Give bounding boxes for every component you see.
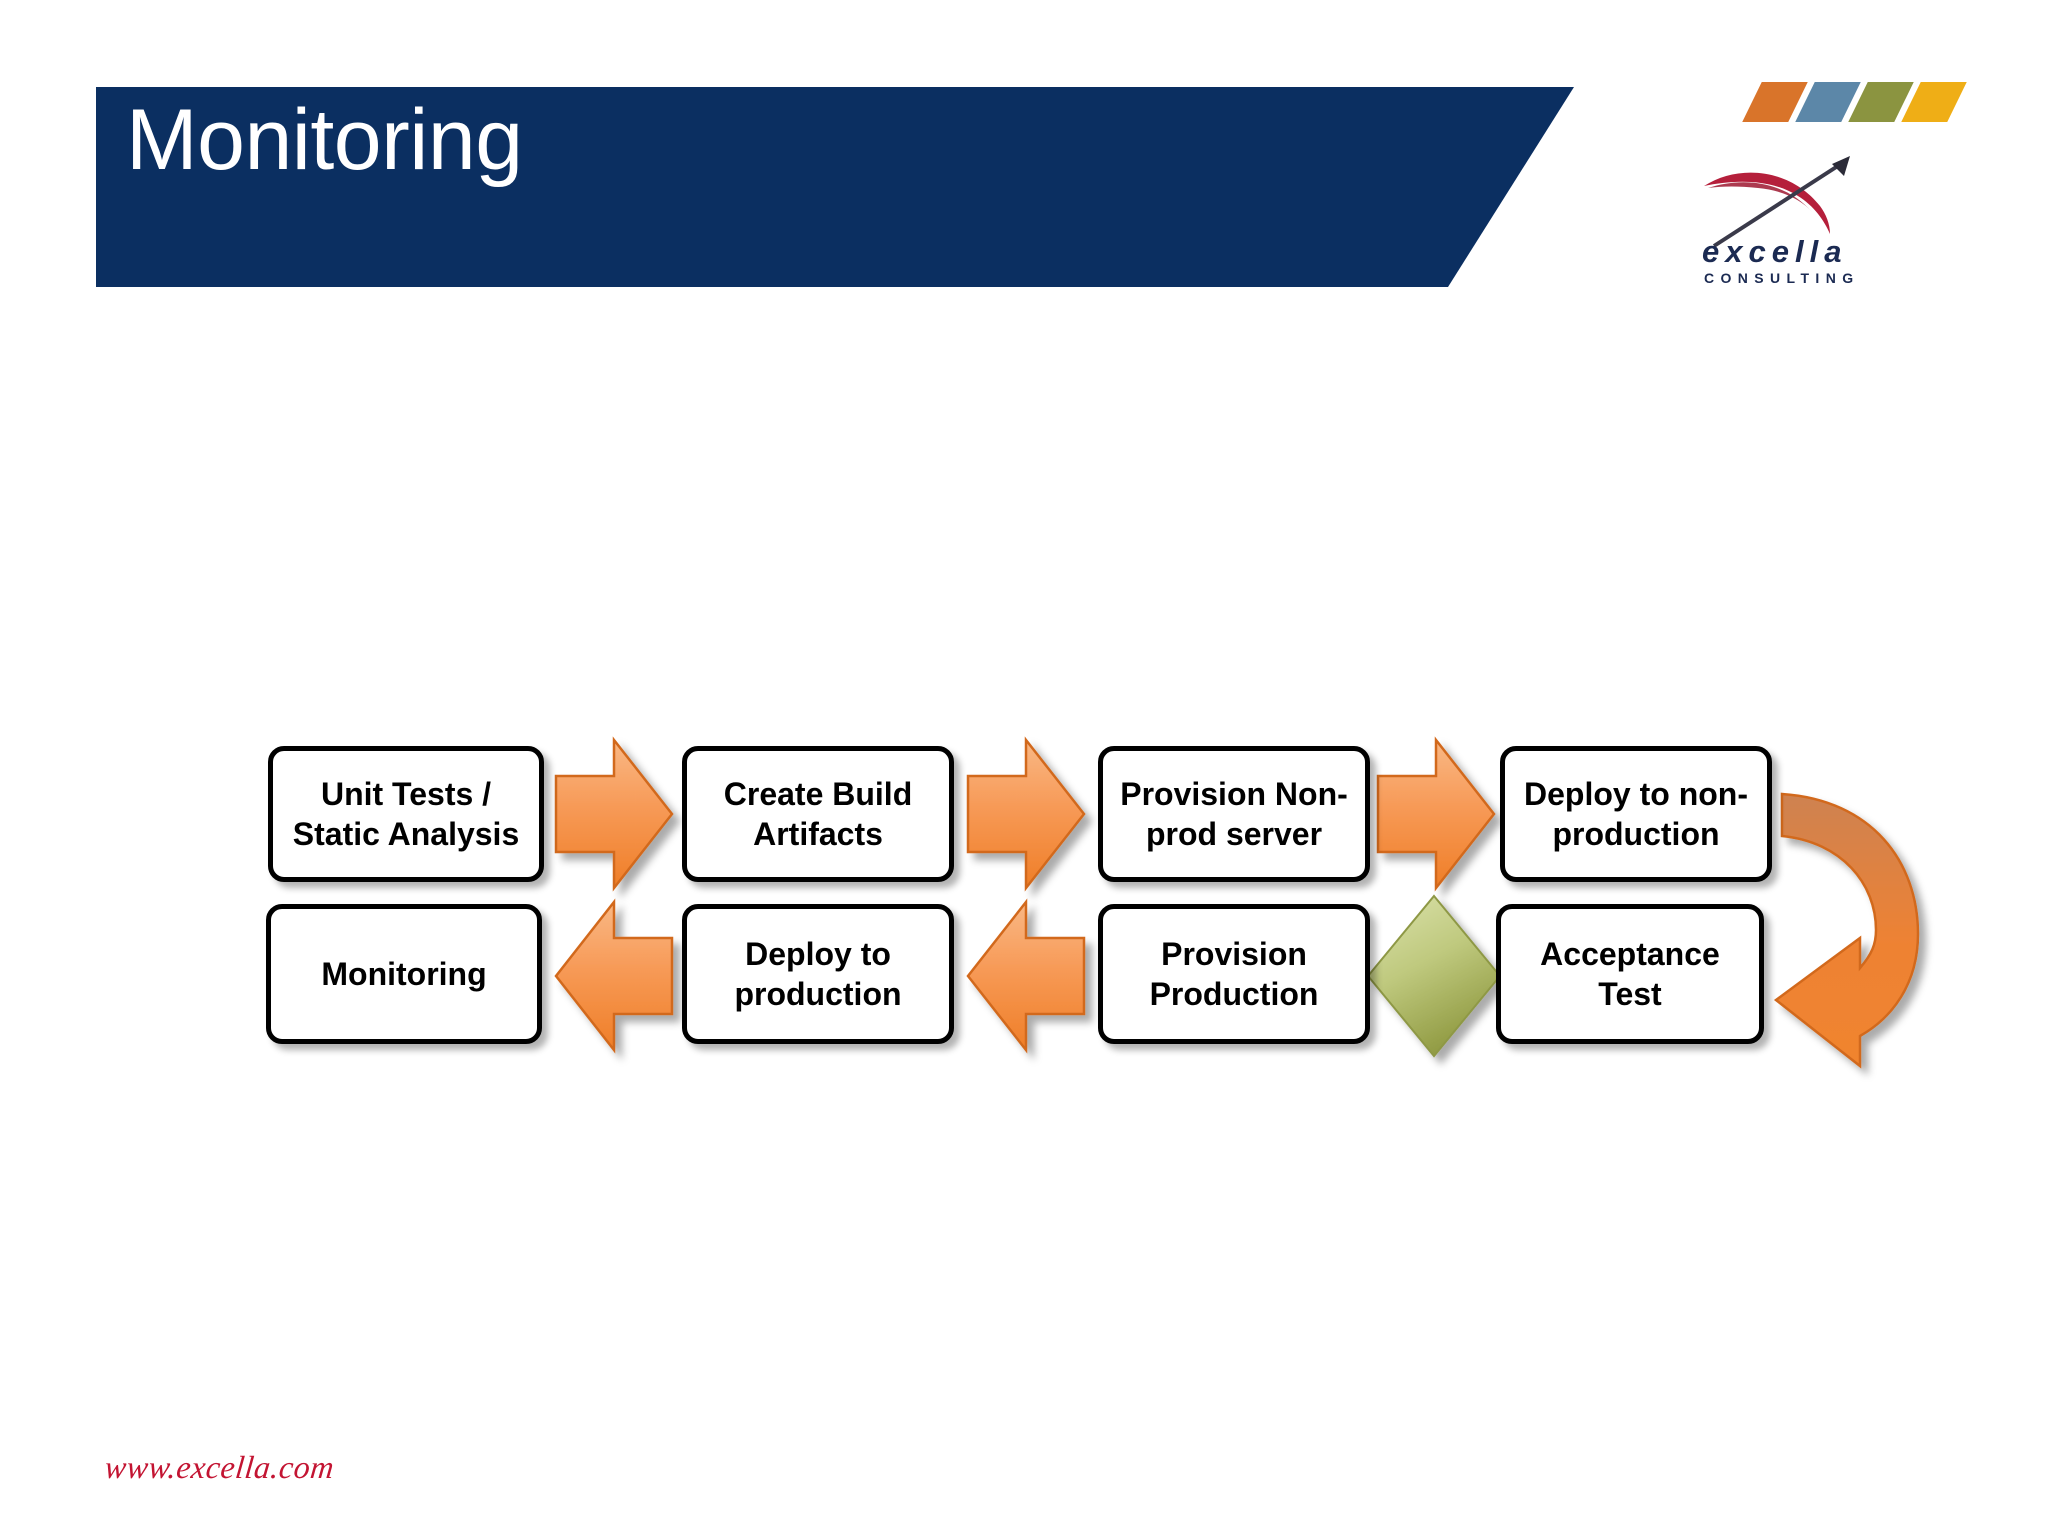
node-label: Unit Tests / Static Analysis	[292, 775, 520, 852]
node-unit-tests-static-analysis[interactable]: Unit Tests / Static Analysis	[268, 746, 544, 882]
accent-stripes	[1742, 82, 1982, 122]
arrow-uturn-icon[interactable]	[1773, 792, 1920, 1069]
node-label: Provision Non-prod server	[1120, 775, 1348, 852]
node-monitoring[interactable]: Monitoring	[266, 904, 542, 1044]
stripe-gold-icon	[1901, 82, 1967, 122]
node-label: Deploy to production	[734, 935, 902, 1012]
node-deploy-to-production[interactable]: Deploy to production	[682, 904, 954, 1044]
node-provision-non-prod-server[interactable]: Provision Non-prod server	[1098, 746, 1370, 882]
arrow-right-1[interactable]	[554, 736, 674, 892]
excella-wordmark: excella	[1702, 234, 1848, 269]
decision-diamond[interactable]	[1366, 894, 1502, 1058]
excella-logo: excella CONSULTING	[1690, 150, 1920, 310]
node-deploy-to-non-production[interactable]: Deploy to non-production	[1500, 746, 1772, 882]
excella-subtitle: CONSULTING	[1704, 270, 1860, 286]
node-acceptance-test[interactable]: Acceptance Test	[1496, 904, 1764, 1044]
node-create-build-artifacts[interactable]: Create Build Artifacts	[682, 746, 954, 882]
node-label: Create Build Artifacts	[723, 775, 913, 852]
node-label: Provision Production	[1149, 935, 1319, 1012]
node-provision-production[interactable]: Provision Production	[1098, 904, 1370, 1044]
excella-bow-arrow-icon	[1704, 156, 1850, 248]
node-label: Deploy to non-production	[1524, 775, 1748, 852]
header-banner: Monitoring	[96, 87, 1574, 287]
page-title: Monitoring	[126, 92, 523, 188]
node-label: Acceptance Test	[1540, 935, 1720, 1012]
header-banner-shape	[96, 87, 1574, 287]
node-label: Monitoring	[321, 955, 487, 992]
arrow-left-1[interactable]	[966, 898, 1086, 1054]
arrow-right-2[interactable]	[966, 736, 1086, 892]
arrow-left-2[interactable]	[554, 898, 674, 1054]
footer-url[interactable]: www.excella.com	[103, 1449, 337, 1485]
arrow-right-3[interactable]	[1376, 736, 1496, 892]
